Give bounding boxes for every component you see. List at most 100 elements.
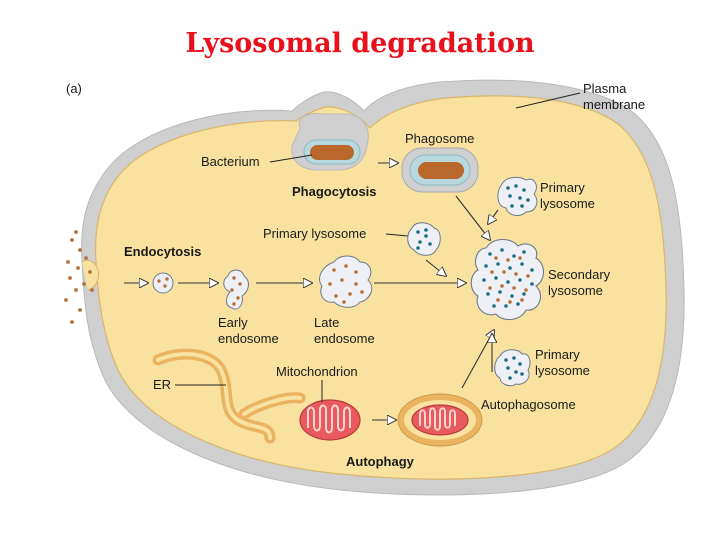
dots-secondary-particle [496,298,500,302]
dots-outside-particle [74,230,78,234]
dots-pl-top-particle [518,196,522,200]
dots-secondary-particle [520,298,524,302]
primary-lysosome-bottom-label-1: Primary [535,347,580,362]
dots-secondary-particle [488,252,492,256]
dots-outside-particle [68,276,72,280]
mitochondrion-label: Mitochondrion [276,364,358,379]
early-endosome-label-1: Early [218,315,248,330]
dots-pl-bottom-particle [518,362,522,366]
dots-secondary-particle [512,254,516,258]
dots-outside-particle [84,256,88,260]
endocytic-vesicle-dots [157,277,169,288]
plasma-membrane-leader [515,92,581,109]
phagosome-label: Phagosome [405,131,474,146]
panel-label: (a) [66,81,82,96]
primary-lysosome-mid-leader [385,233,409,237]
dots-secondary-particle [504,304,508,308]
primary-lysosome-top-dots [506,184,530,208]
dots-late-particle [340,278,344,282]
dots-secondary-particle [518,278,522,282]
dots-vesicle-particle [163,284,167,288]
primary-lysosome-bottom-label-2: lysosome [535,363,590,378]
autophagy-label: Autophagy [346,454,415,469]
dots-outside-particle [76,266,80,270]
early-endosome-label-2: endosome [218,331,279,346]
dots-secondary-particle [494,256,498,260]
dots-secondary-particle [508,300,512,304]
dots-secondary-particle [484,264,488,268]
arrow-primary-mid-to-secondary [425,259,446,276]
primary-lysosome-bottom [494,349,531,387]
dots-outside-particle [74,288,78,292]
engulfing-bacterium [291,113,369,171]
phagocytosis-label: Phagocytosis [292,184,377,199]
dots-pl-bottom-particle [520,372,524,376]
dots-secondary-particle [512,286,516,290]
dots-late-particle [354,270,358,274]
dots-late-particle [354,282,358,286]
plasma-membrane-label-1: Plasma [583,81,627,96]
dots-secondary-particle [492,304,496,308]
dots-secondary-particle [506,258,510,262]
dots-secondary-particle [488,286,492,290]
endocytic-vesicle [152,272,174,294]
dots-early-particle [236,296,240,300]
phagosome [401,147,479,193]
bacterium-label: Bacterium [201,154,260,169]
er-wrap-lumen [242,395,302,416]
dots-secondary-particle [522,250,526,254]
secondary-lysosome-label-1: Secondary [548,267,611,282]
dots-late-particle [344,264,348,268]
dots-pl-mid-particle [424,234,428,238]
dots-secondary-particle [486,292,490,296]
dots-outside-particle [70,320,74,324]
dots-late-particle [334,294,338,298]
dots-outside-particle [90,288,94,292]
dots-pl-top-particle [510,204,514,208]
dots-early-particle [232,276,236,280]
dots-secondary-particle [518,256,522,260]
endocytosis-label: Endocytosis [124,244,201,259]
late-endosome-dots [328,264,364,304]
bacterium-leader [269,154,313,163]
dots-late-particle [360,290,364,294]
arrow-phagosome-to-secondary [455,195,490,240]
secondary-lysosome-dots [482,248,534,308]
dots-pl-top-particle [508,194,512,198]
dots-secondary-particle [510,294,514,298]
dots-pl-bottom-particle [508,376,512,380]
dots-secondary-particle [506,280,510,284]
autophagosome-label: Autophagosome [481,397,576,412]
dots-pl-bottom-particle [514,370,518,374]
late-endosome-label-1: Late [314,315,339,330]
dots-secondary-particle [514,272,518,276]
dots-outside-particle [78,308,82,312]
dots-pl-bottom-particle [504,358,508,362]
dots-late-particle [328,282,332,286]
extracellular-particles [64,230,94,324]
dots-pl-top-particle [506,186,510,190]
dots-pl-top-particle [526,198,530,202]
primary-lysosome-bottom-dots [504,356,524,380]
endocytic-pit [81,259,99,291]
dots-early-particle [238,282,242,286]
dots-secondary-particle [496,262,500,266]
dots-early-particle [230,288,234,292]
arrow-primary-top-to-secondary [488,209,499,224]
dots-pl-mid-particle [416,230,420,234]
dots-outside-particle [66,260,70,264]
dots-secondary-particle [494,276,498,280]
dots-pl-mid-particle [416,246,420,250]
primary-lysosome-mid-dots [416,228,432,250]
dots-secondary-particle [524,288,528,292]
dots-outside-particle [64,298,68,302]
dots-late-particle [348,292,352,296]
er-label: ER [153,377,171,392]
dots-vesicle-particle [157,279,161,283]
dots-secondary-particle [516,302,520,306]
autophagosome [397,393,483,447]
dots-outside-particle [88,270,92,274]
dots-secondary-particle [500,248,504,252]
secondary-lysosome-label-2: lysosome [548,283,603,298]
dots-outside-particle [70,238,74,242]
